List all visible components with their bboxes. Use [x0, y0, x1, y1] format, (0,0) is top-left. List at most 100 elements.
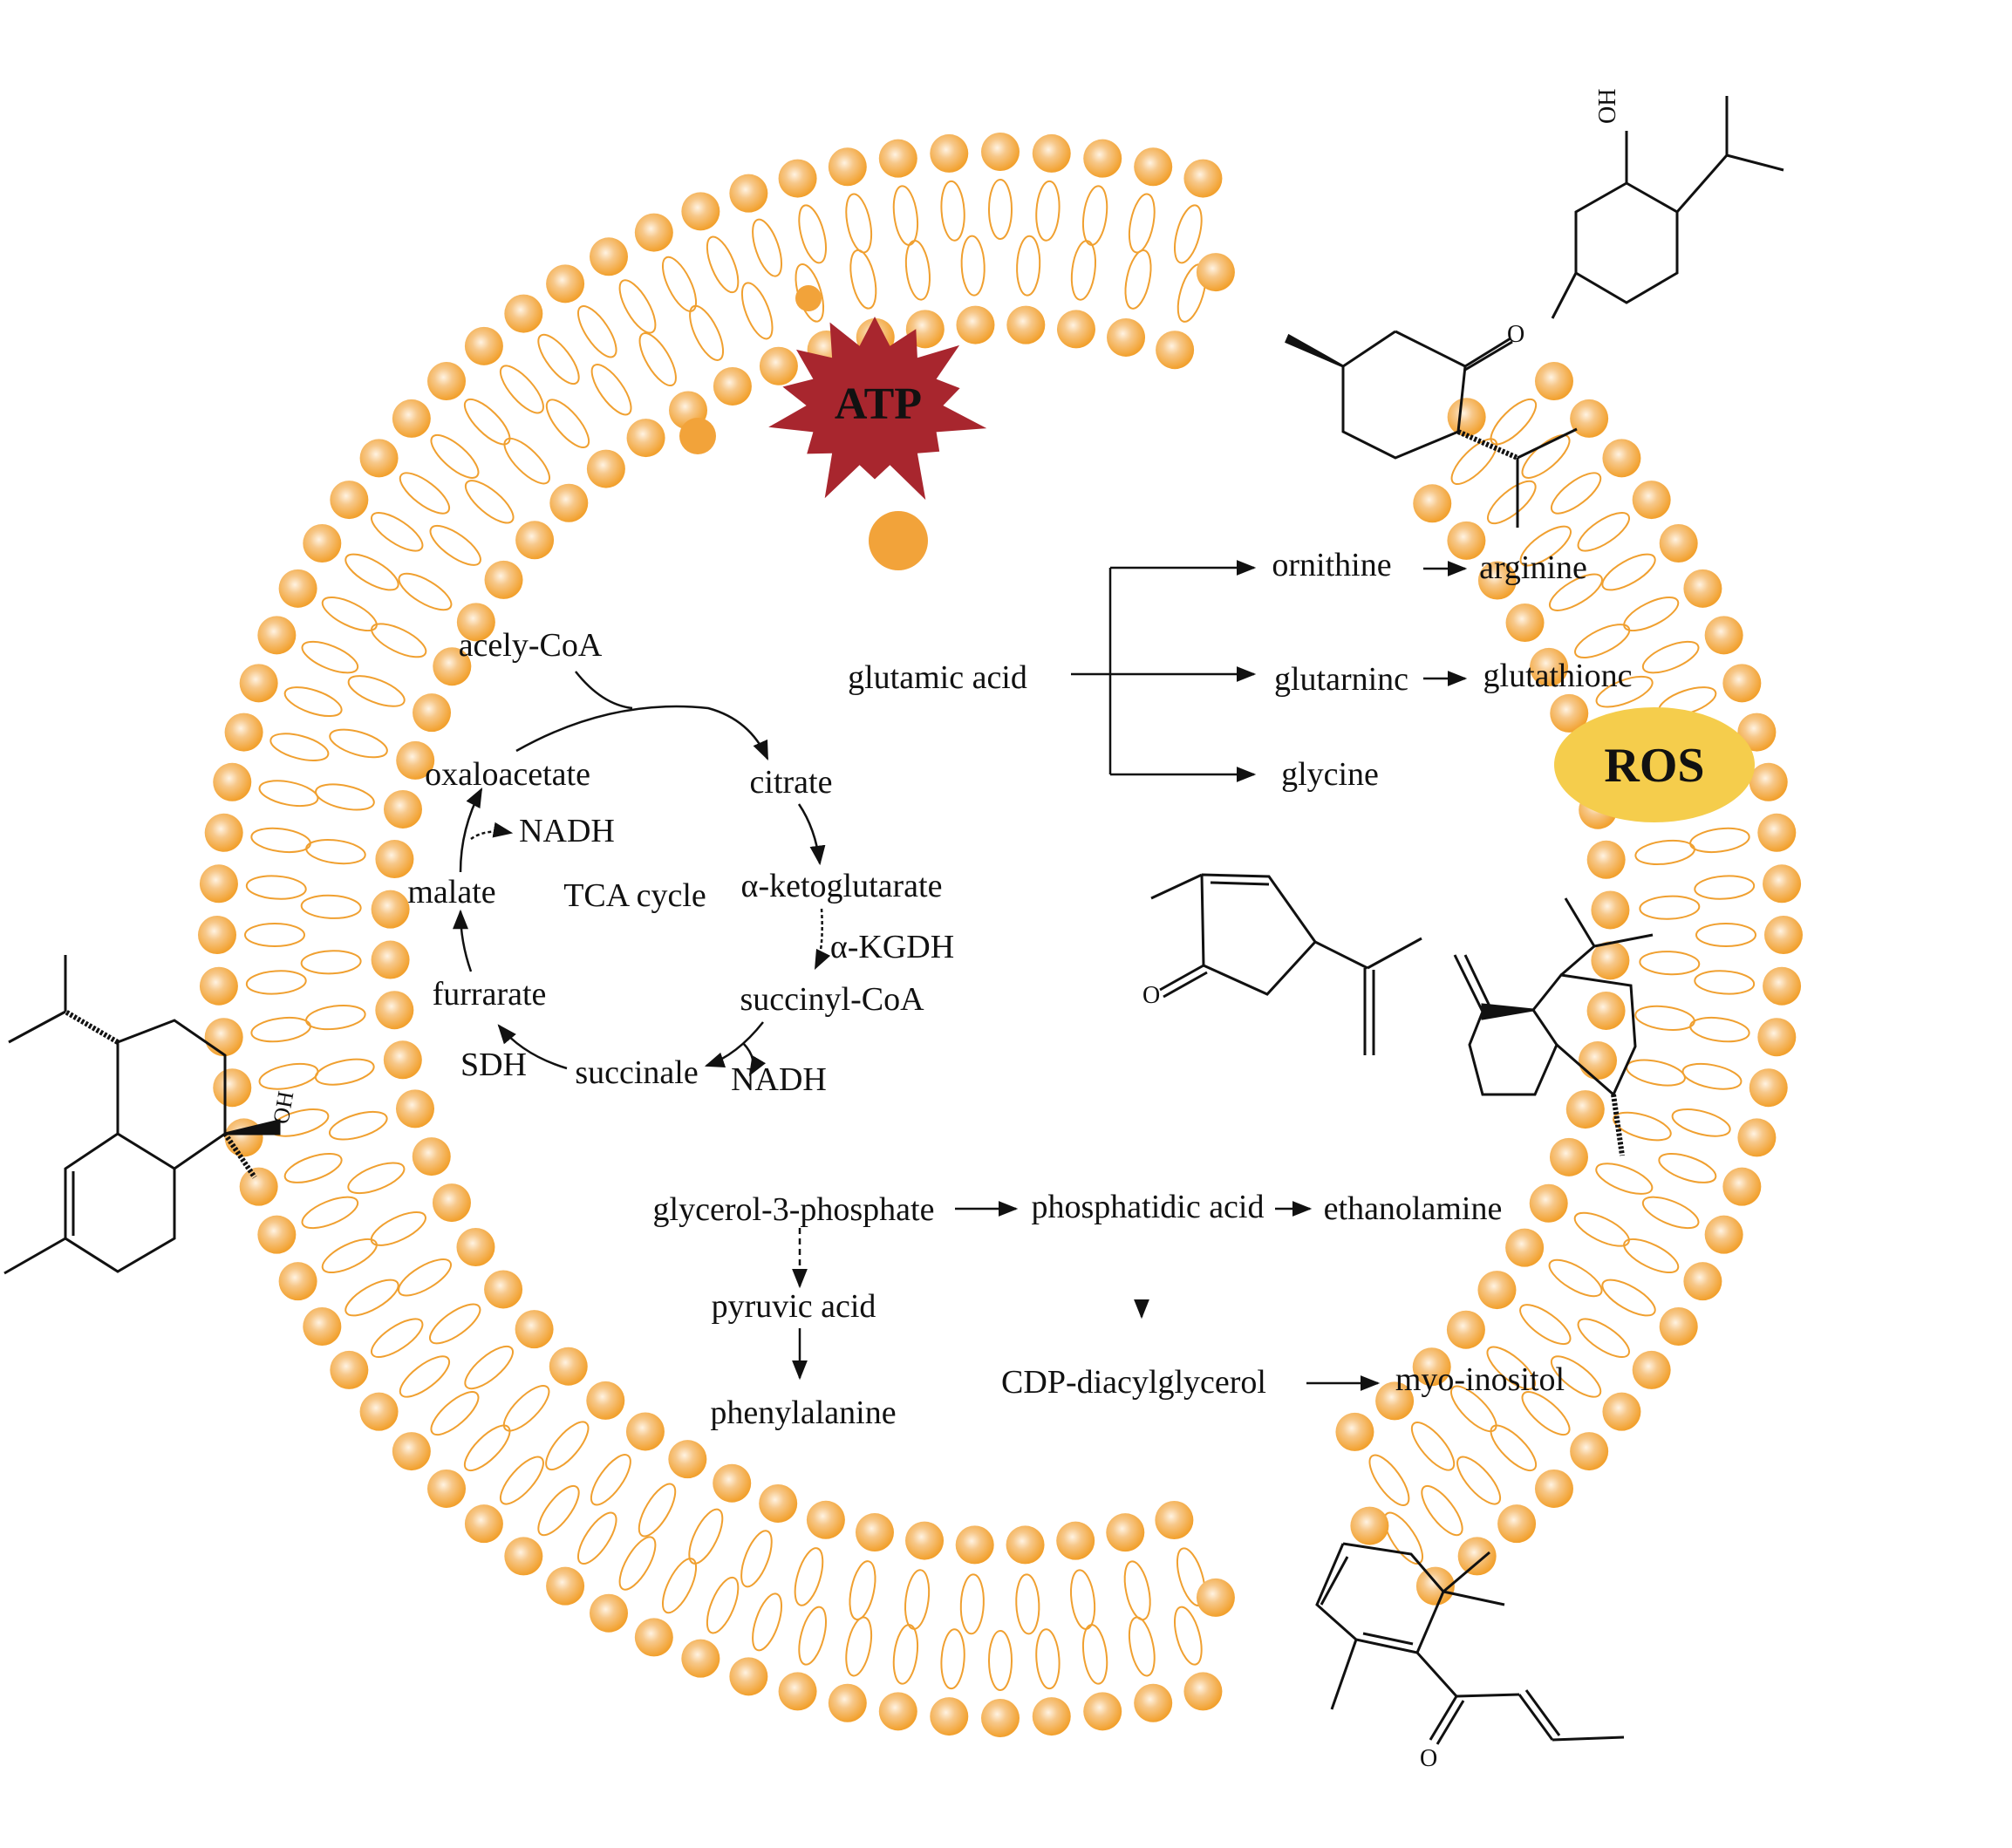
- nadh-right-label: NADH: [731, 1061, 827, 1098]
- lipid-head: [1530, 647, 1569, 686]
- glutamine-label: glutarninc: [1274, 661, 1408, 698]
- lipid-tail: [250, 1016, 311, 1043]
- lipid-head: [392, 399, 431, 438]
- lipid-head: [1505, 603, 1545, 643]
- damascone-structure: O: [1315, 1542, 1625, 1772]
- lipid-head: [427, 362, 467, 401]
- lipid-tail: [638, 332, 677, 386]
- lipid-tail: [370, 1210, 426, 1246]
- lipid-head: [626, 419, 665, 458]
- bicyclic-terpene-structure: [1453, 897, 1654, 1156]
- lipid-tail: [1081, 185, 1108, 246]
- lipid-head: [375, 840, 414, 879]
- lipid-tail: [1623, 1238, 1680, 1274]
- lipid-tail: [849, 1560, 876, 1620]
- lipid-tail: [892, 185, 919, 246]
- lipid-head: [1529, 1183, 1568, 1223]
- lipid-tail: [1613, 1111, 1672, 1142]
- myo-inositol-label: myo-inositol: [1395, 1361, 1565, 1398]
- lipid-head: [930, 1697, 969, 1736]
- lipid-head: [371, 940, 410, 979]
- lipid-tail: [849, 249, 877, 310]
- lipid-tail: [706, 1576, 740, 1634]
- lipid-head: [330, 481, 369, 520]
- lipid-head: [515, 521, 555, 560]
- lipid-tail: [1015, 1573, 1040, 1635]
- lipid-tail: [1548, 1258, 1603, 1298]
- pyruvic-acid-label: pyruvic acid: [712, 1288, 876, 1325]
- lipid-head: [392, 1432, 431, 1471]
- lipid-head: [427, 1469, 467, 1508]
- lipid-tail: [904, 1569, 931, 1630]
- lipid-head: [778, 1672, 817, 1711]
- lipid-head: [981, 1699, 1020, 1737]
- lipid-head: [1586, 840, 1626, 879]
- lipid-head: [1737, 713, 1777, 752]
- lipid-head: [634, 213, 673, 252]
- lipid-tail: [463, 1424, 511, 1472]
- lipid-tail: [1016, 235, 1041, 297]
- lipid-tail: [537, 333, 580, 385]
- lipid-tail: [371, 1318, 424, 1358]
- lipid-head: [855, 1513, 894, 1552]
- lipid-tail: [499, 365, 544, 414]
- lipid-tail: [315, 783, 375, 811]
- lipid-tail: [244, 923, 305, 947]
- lipid-tail: [429, 524, 481, 566]
- nadh-left-label: NADH: [519, 813, 615, 849]
- lipid-head: [634, 1618, 673, 1657]
- lipid-head: [546, 1566, 585, 1606]
- lipid-tail: [1070, 1569, 1096, 1630]
- lipid-head: [930, 133, 969, 173]
- lipid-head: [681, 192, 720, 231]
- lipid-head: [729, 1657, 768, 1696]
- lipid-head: [1683, 569, 1722, 608]
- lipid-tail: [1174, 204, 1203, 264]
- lipid-tail: [347, 675, 406, 707]
- lipid-head: [1757, 1018, 1797, 1057]
- lipid-tail: [321, 1238, 378, 1274]
- atp-label: ATP: [835, 379, 922, 429]
- lipid-tail: [960, 235, 986, 297]
- lipid-head: [395, 1089, 434, 1129]
- ornithine-label: ornithine: [1272, 547, 1391, 583]
- lipid-head: [1447, 398, 1486, 437]
- lipid-head: [1183, 159, 1223, 198]
- lipid-tail: [1634, 1005, 1695, 1031]
- lipid-head: [412, 1137, 451, 1176]
- lipid-tail: [430, 433, 480, 479]
- lipid-tail: [577, 1511, 617, 1565]
- lipid-tail: [590, 1454, 631, 1506]
- lipid-head: [1497, 1504, 1537, 1544]
- lipid-head: [330, 1350, 369, 1389]
- lipid-head: [1457, 1537, 1497, 1576]
- lipid-tail: [1128, 193, 1156, 254]
- succinate-label: succinale: [575, 1054, 698, 1091]
- lipid-tail: [463, 398, 511, 446]
- lipid-head: [413, 693, 452, 733]
- lipid-tail: [1456, 1456, 1502, 1505]
- lipid-head: [1056, 1521, 1095, 1560]
- lipid-tail: [1574, 624, 1631, 659]
- carvone-structure: O: [1142, 873, 1422, 1055]
- lipid-head: [213, 1068, 252, 1108]
- lipid-head: [1032, 133, 1071, 173]
- lipid-tail: [988, 179, 1013, 240]
- tca-arc-oxaloacetate-citrate: [515, 705, 769, 761]
- tca-labels: acely-CoA oxaloacetate citrate NADH mala…: [407, 627, 954, 1098]
- lipid-tail: [1081, 1624, 1108, 1685]
- lipid-head: [1350, 1506, 1389, 1545]
- akg-label: α-ketoglutarate: [741, 868, 943, 904]
- lipid-head: [278, 569, 317, 608]
- lipid-tail: [1550, 472, 1602, 515]
- ros-badge: ROS: [1554, 707, 1755, 822]
- lipid-tail: [752, 218, 783, 277]
- lipid-head: [668, 1440, 707, 1479]
- damascone-o-label: O: [1420, 1745, 1437, 1772]
- lipid-head: [759, 346, 798, 385]
- lipid-head: [456, 1227, 495, 1266]
- lipid-head: [955, 1525, 994, 1565]
- lipid-head: [239, 664, 278, 703]
- lipid-head: [464, 1504, 503, 1544]
